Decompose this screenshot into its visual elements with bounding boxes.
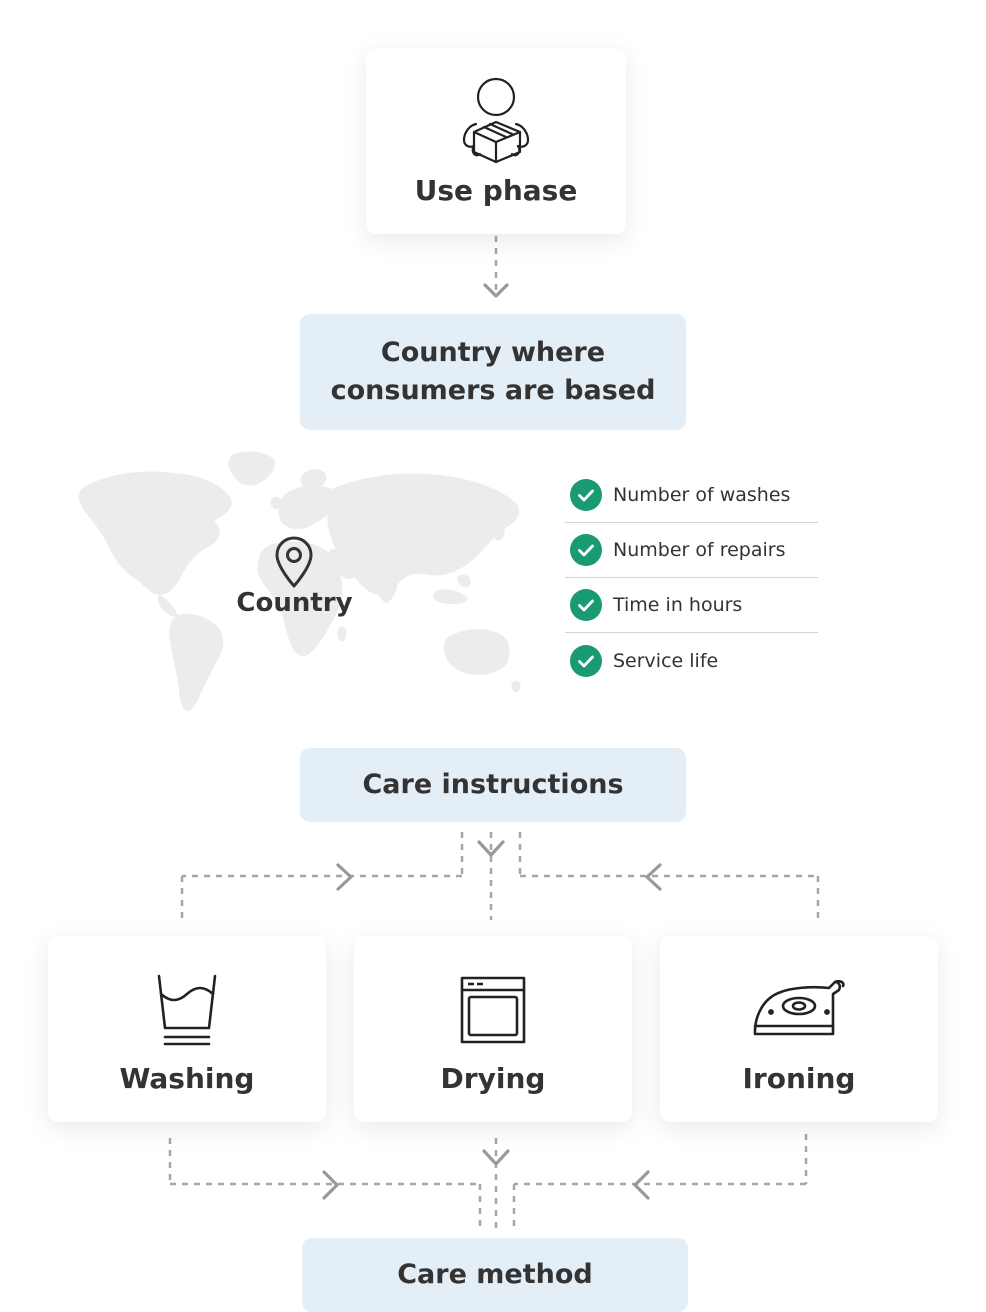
check-circle-icon [570, 644, 602, 677]
iron-icon [753, 980, 845, 1036]
arrow-left-2 [633, 1170, 650, 1200]
checklist-item: Service life [565, 633, 818, 688]
checklist-item-label: Service life [613, 649, 719, 672]
check-circle-icon [570, 589, 602, 621]
checklist-item: Time in hours [565, 578, 818, 633]
check-circle-icon [570, 479, 602, 511]
arrow-right-1 [336, 863, 353, 891]
drying-card: Drying [354, 936, 632, 1122]
ironing-card: Ironing [660, 936, 938, 1122]
country-box-label: Country where consumers are based [330, 337, 656, 406]
country-box: Country where consumers are based [300, 314, 686, 430]
washing-card: Washing [48, 936, 326, 1122]
country-label: Country [236, 588, 353, 618]
checklist-item-label: Number of washes [613, 484, 791, 506]
care-instructions-box: Care instructions [300, 748, 686, 822]
washing-label: Washing [119, 1062, 255, 1095]
person-with-box-icon [462, 77, 530, 164]
care-instructions-label: Care instructions [362, 769, 624, 800]
drying-label: Drying [440, 1062, 546, 1095]
world-map [78, 451, 521, 712]
arrow-left-1 [645, 863, 662, 891]
ironing-label: Ironing [742, 1062, 856, 1095]
care-method-label: Care method [397, 1259, 593, 1290]
checklist: Number of washes Number of repairs Time … [565, 468, 818, 688]
washing-tub-icon [157, 974, 217, 1046]
checklist-item: Number of repairs [565, 523, 818, 578]
location-pin-icon [275, 536, 313, 588]
use-phase-label: Use phase [414, 174, 578, 207]
check-circle-icon [570, 534, 602, 566]
arrow-right-2 [322, 1170, 339, 1200]
checklist-item-label: Number of repairs [613, 539, 786, 561]
use-phase-card: Use phase [366, 48, 626, 234]
checklist-item-label: Time in hours [613, 594, 743, 616]
checklist-item: Number of washes [565, 468, 818, 523]
arrow-down-3 [482, 1149, 510, 1166]
care-method-box: Care method [302, 1238, 688, 1312]
arrow-down-1 [483, 283, 509, 298]
tumble-dryer-icon [460, 976, 526, 1044]
arrow-down-2 [477, 840, 505, 857]
